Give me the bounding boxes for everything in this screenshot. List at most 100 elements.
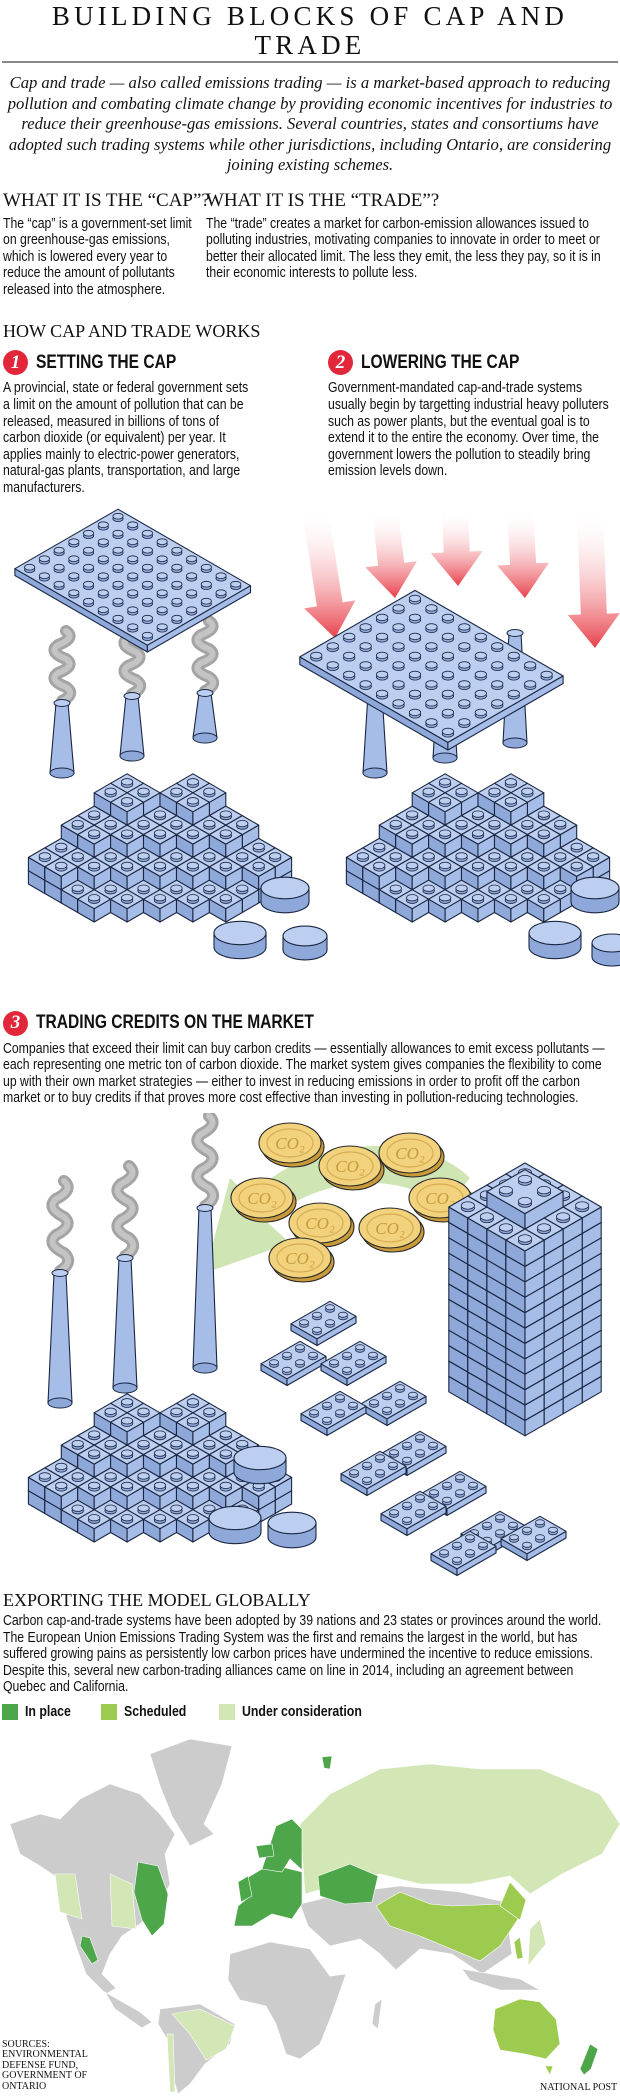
stud — [219, 861, 232, 869]
stud — [200, 597, 212, 605]
intro-text: Cap and trade — also called emissions tr… — [7, 73, 613, 174]
stud — [537, 861, 550, 869]
stud — [153, 861, 167, 869]
stud — [141, 563, 153, 571]
stud — [495, 1514, 505, 1521]
stud — [170, 1472, 183, 1480]
stud — [295, 1359, 305, 1366]
stud — [97, 589, 109, 596]
stud — [104, 1472, 117, 1480]
stud — [537, 893, 550, 901]
stud — [368, 1351, 378, 1358]
smokestack — [192, 692, 218, 739]
stud — [230, 580, 242, 588]
stud — [156, 589, 168, 596]
stud — [373, 861, 386, 869]
stud — [68, 572, 80, 579]
stud — [120, 893, 134, 901]
stud — [141, 546, 153, 554]
stud — [137, 787, 150, 795]
stud — [88, 810, 101, 818]
stud — [55, 842, 68, 850]
stud — [269, 1359, 279, 1366]
puck-top — [233, 1445, 287, 1471]
stud — [104, 787, 117, 795]
stud — [408, 708, 422, 716]
smoke — [114, 1163, 137, 1259]
stud — [219, 893, 232, 901]
smokestack-base — [119, 750, 145, 762]
stud — [171, 546, 183, 554]
stud — [153, 1481, 167, 1490]
region-ontario-manitoba — [109, 1873, 137, 1930]
stud — [504, 777, 518, 786]
stud — [504, 829, 518, 837]
stud — [156, 606, 168, 613]
stud — [438, 861, 452, 869]
coin-co2-label: CO₂ — [335, 1157, 365, 1176]
publisher-credit: NATIONAL POST — [540, 2081, 618, 2093]
stud — [415, 1434, 425, 1441]
cap-section: WHAT IT IS THE “CAP”? The “cap” is a gov… — [3, 190, 210, 299]
legend-swatch — [2, 1703, 18, 1720]
step-body: Government-mandated cap-and-trade system… — [328, 380, 609, 480]
stud — [153, 810, 167, 818]
stud — [392, 641, 405, 650]
stud — [186, 861, 200, 869]
stud — [389, 851, 402, 860]
stud — [71, 851, 84, 860]
stud — [120, 1417, 134, 1425]
stud — [349, 1469, 359, 1476]
puck-top — [260, 876, 310, 899]
stud — [522, 1526, 532, 1533]
stud — [104, 819, 117, 827]
stud — [269, 851, 282, 860]
stud — [537, 1223, 552, 1232]
stud — [88, 829, 101, 837]
stud — [422, 787, 435, 795]
region-australia — [492, 1998, 561, 2060]
stud — [362, 1476, 372, 1483]
stud — [252, 861, 265, 869]
stud — [359, 679, 372, 688]
stud — [186, 606, 198, 613]
legend-under-consideration: Under consideration — [219, 1703, 383, 1720]
page-title: BUILDING BLOCKS OF CAP AND TRADE — [51, 1, 569, 60]
stud — [170, 884, 183, 892]
stud — [406, 861, 419, 869]
stud — [422, 819, 435, 827]
stud — [186, 1398, 200, 1406]
stud — [326, 641, 339, 650]
trade-body: The “trade” creates a market for carbon-… — [206, 215, 601, 282]
stud — [156, 538, 168, 545]
pollution-arrow — [497, 508, 549, 598]
stud — [141, 631, 153, 639]
stud — [186, 555, 198, 562]
stud — [282, 1366, 292, 1373]
stud — [215, 572, 227, 579]
region-uk — [237, 1875, 253, 1903]
indonesia — [461, 1968, 541, 1991]
stud — [120, 1449, 134, 1457]
stud — [53, 546, 65, 554]
stud — [438, 829, 452, 837]
stud — [537, 1185, 552, 1195]
stud — [137, 884, 150, 892]
stud — [439, 1549, 449, 1556]
puck-top — [570, 876, 620, 899]
stud — [38, 572, 50, 579]
stud — [389, 884, 402, 892]
stud — [112, 614, 124, 622]
stud — [342, 1351, 352, 1358]
coin-ring — [266, 1128, 314, 1158]
stud — [203, 1407, 216, 1415]
stud — [120, 796, 134, 805]
stud — [127, 589, 139, 596]
region-california — [79, 1935, 99, 1965]
stud — [474, 632, 487, 640]
stud — [402, 1516, 412, 1523]
stud — [518, 1174, 533, 1184]
stud — [38, 1472, 51, 1480]
